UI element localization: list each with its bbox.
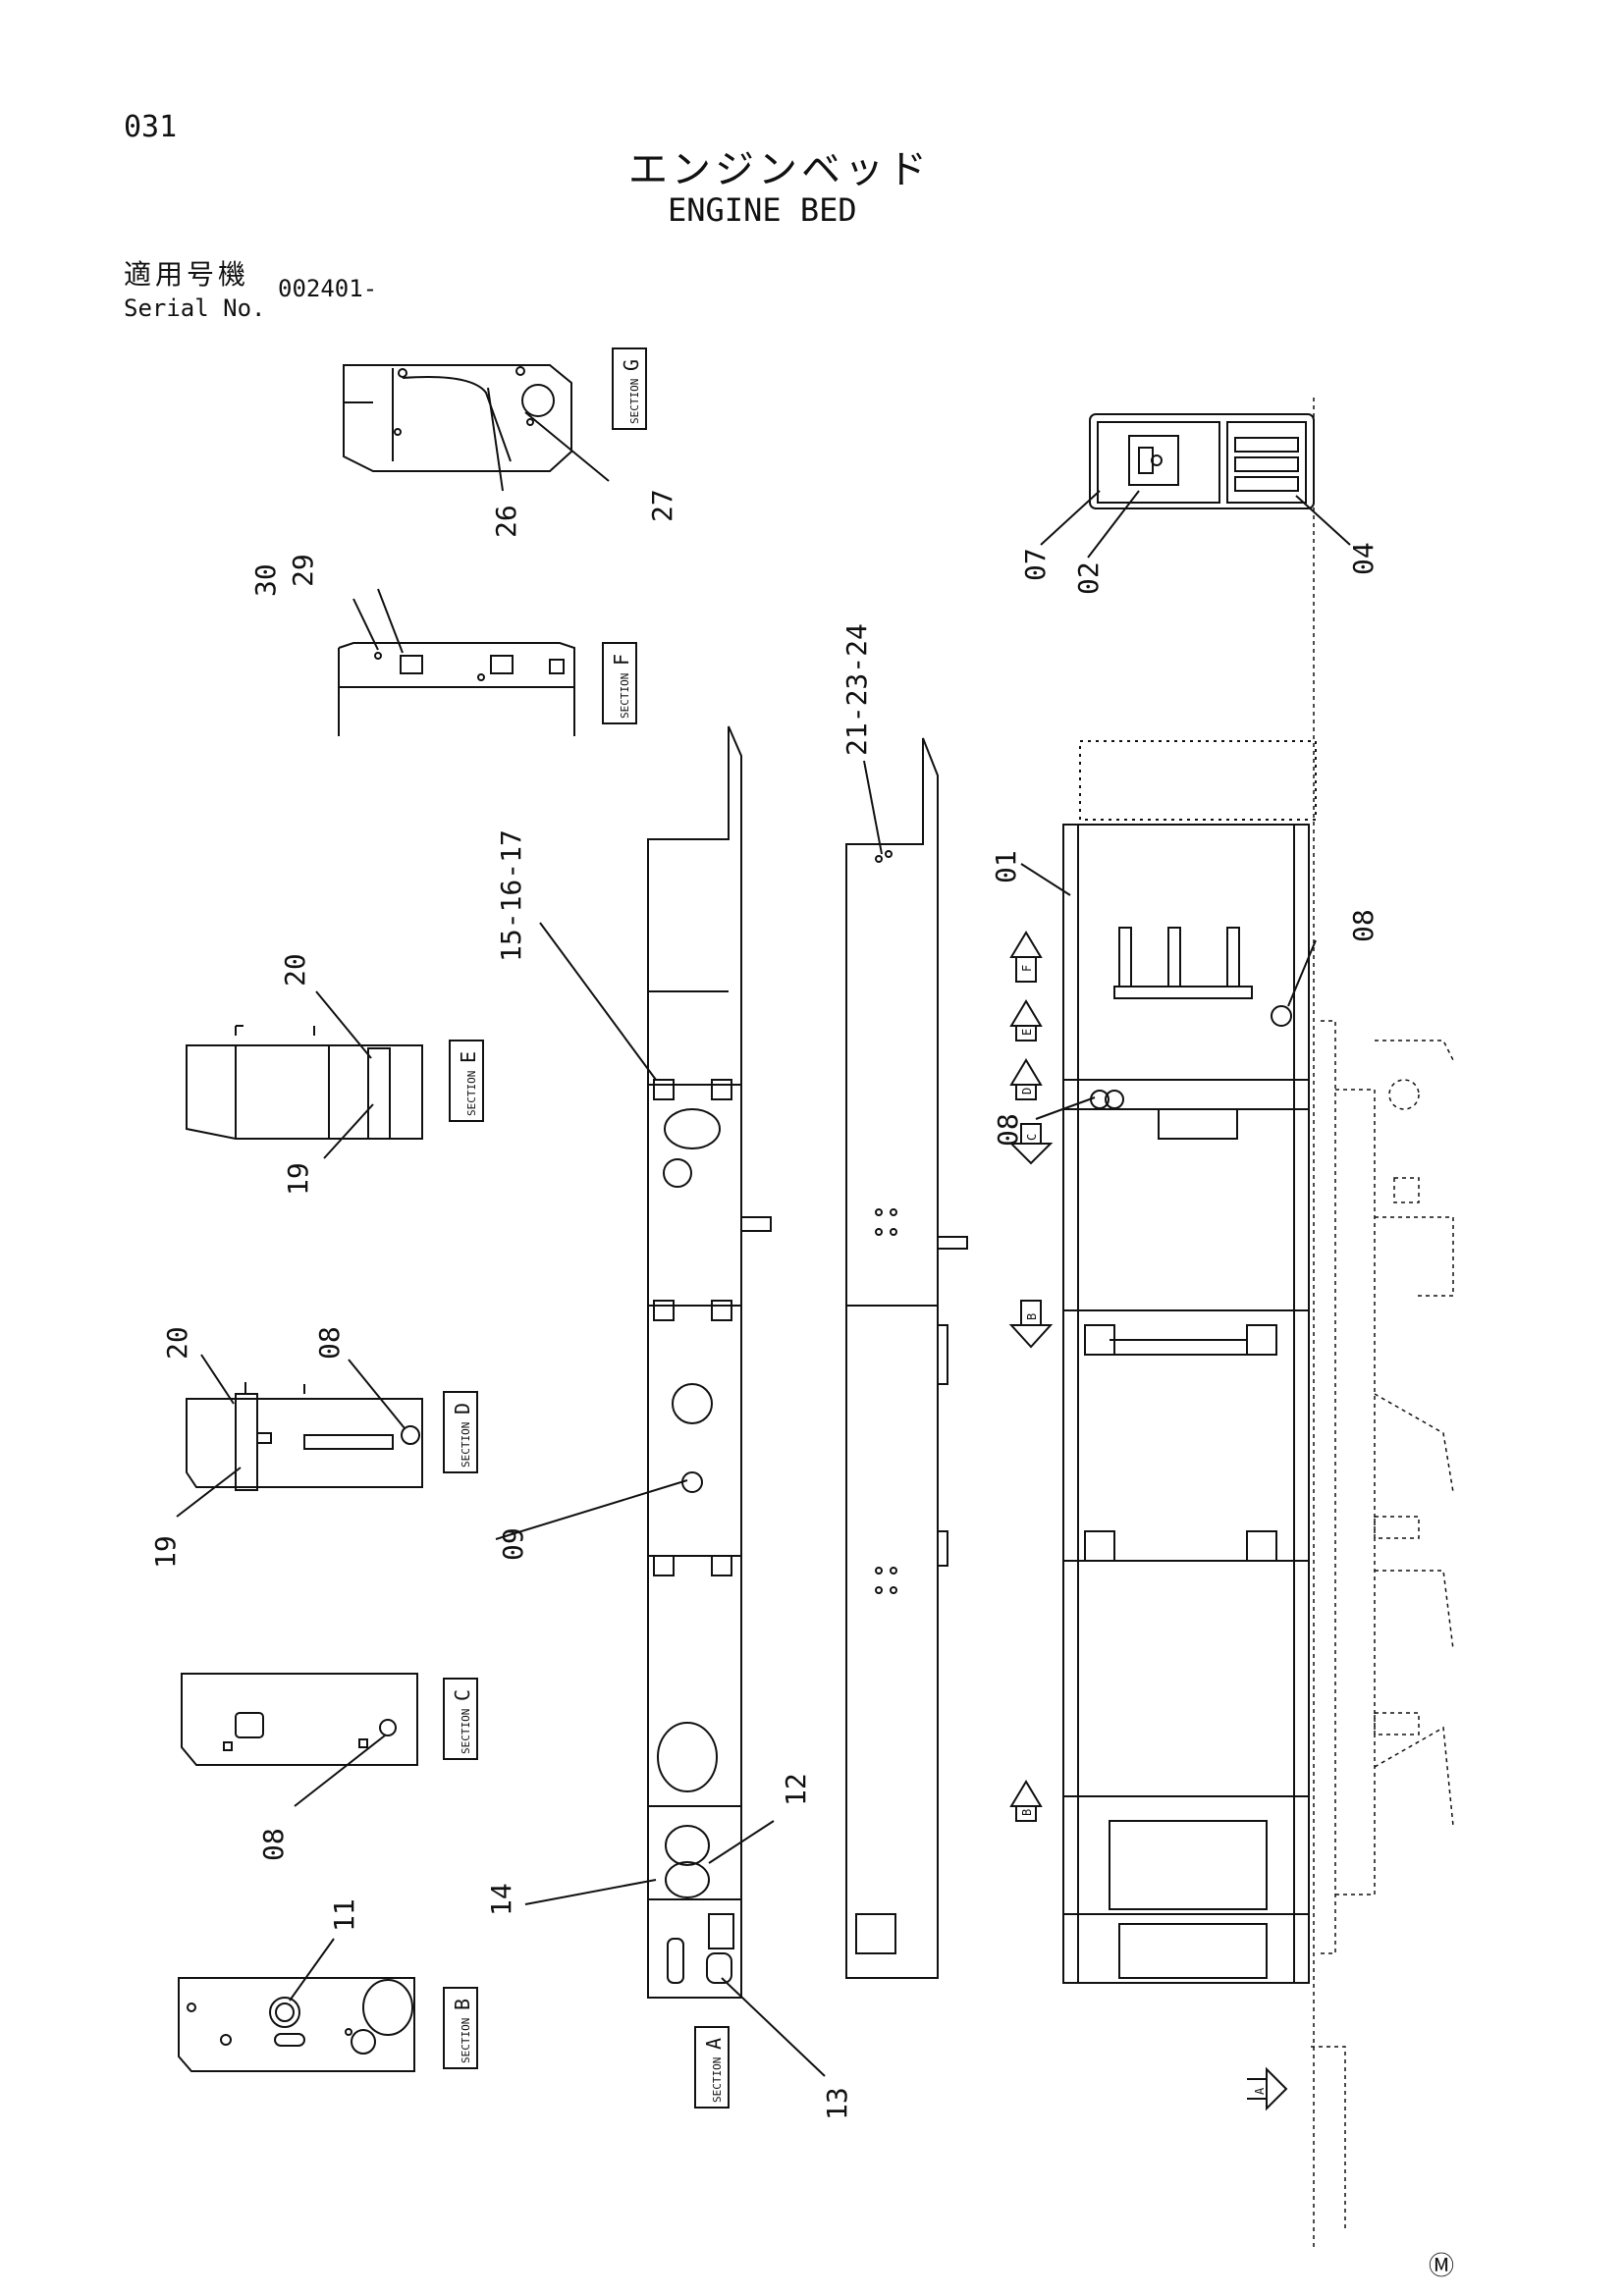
page-number: 031	[124, 110, 178, 144]
side-panel-cover	[845, 737, 968, 1979]
section-f-word: SECTION	[619, 673, 631, 719]
view-arrow-a-letter: A	[1253, 2087, 1267, 2095]
callout-08-d: 08	[313, 1326, 346, 1360]
callout-26: 26	[490, 505, 522, 538]
callout-27: 27	[646, 489, 678, 522]
section-c-part	[181, 1673, 418, 1766]
view-arrow-a-upper: B	[1009, 1780, 1043, 1822]
section-c-word: SECTION	[460, 1709, 472, 1754]
serial-number-value: 002401-	[278, 275, 378, 302]
view-arrow-e-letter: E	[1020, 1029, 1034, 1036]
title-japanese: エンジンベッド	[628, 147, 931, 192]
view-arrow-f-letter: F	[1020, 965, 1034, 972]
callout-14: 14	[485, 1883, 517, 1916]
callout-11: 11	[328, 1898, 360, 1932]
callout-13: 13	[821, 2087, 853, 2120]
serial-label-english: Serial No.	[124, 294, 266, 322]
view-arrow-d-letter: D	[1020, 1088, 1034, 1095]
section-d-part	[186, 1382, 423, 1491]
section-e-letter: E	[457, 1051, 480, 1063]
callout-12: 12	[780, 1773, 812, 1806]
callout-08-frame: 08	[992, 1113, 1024, 1147]
section-b-label: SECTION B	[443, 1987, 478, 2069]
section-b-letter: B	[451, 1999, 474, 2010]
view-arrow-d: D	[1009, 1058, 1043, 1100]
callout-20-e: 20	[279, 953, 311, 987]
callout-08-top: 08	[1347, 909, 1380, 942]
section-g-letter: G	[620, 359, 643, 371]
callout-02: 02	[1072, 561, 1105, 595]
callout-09: 09	[497, 1527, 529, 1561]
section-d-letter: D	[451, 1403, 474, 1415]
callout-20-d: 20	[161, 1326, 193, 1360]
callout-08-c: 08	[257, 1828, 290, 1861]
section-d-word: SECTION	[460, 1422, 472, 1468]
callout-04: 04	[1347, 542, 1380, 575]
serial-label-japanese: 適用号機	[124, 258, 250, 291]
section-f-label: SECTION F	[602, 642, 637, 724]
section-c-letter: C	[451, 1689, 474, 1701]
view-arrow-b: B	[1008, 1300, 1054, 1349]
callout-15-16-17: 15-16-17	[495, 829, 527, 962]
callout-19-d: 19	[149, 1535, 182, 1569]
section-d-label: SECTION D	[443, 1391, 478, 1473]
access-panel-part	[1089, 413, 1315, 509]
section-g-word: SECTION	[628, 379, 641, 424]
callout-19-e: 19	[282, 1162, 314, 1196]
section-g-label: SECTION G	[612, 347, 647, 430]
section-e-word: SECTION	[465, 1071, 478, 1116]
chassis-outline	[1311, 398, 1454, 2248]
view-arrow-f: F	[1009, 931, 1043, 983]
section-c-label: SECTION C	[443, 1678, 478, 1760]
view-arrow-c: C	[1008, 1123, 1054, 1165]
view-arrow-a: A	[1247, 2066, 1288, 2111]
title-english: ENGINE BED	[668, 191, 857, 229]
engine-bed-frame	[1062, 740, 1317, 1984]
footer-mark: Ⓜ	[1429, 2252, 1455, 2281]
section-e-part	[186, 1025, 423, 1140]
section-a-word: SECTION	[711, 2057, 724, 2103]
section-e-label: SECTION E	[449, 1040, 484, 1122]
callout-21-23-24: 21-23-24	[840, 623, 873, 756]
callout-01: 01	[990, 850, 1022, 883]
section-g-part	[343, 364, 572, 472]
section-b-word: SECTION	[460, 2018, 472, 2063]
view-arrow-e: E	[1009, 999, 1043, 1041]
view-arrow-b2-letter: B	[1020, 1809, 1034, 1816]
view-arrow-c-letter: C	[1025, 1134, 1039, 1141]
view-arrow-b-letter: B	[1025, 1313, 1039, 1320]
callout-29: 29	[287, 554, 319, 587]
section-b-part	[178, 1977, 415, 2072]
section-a-letter: A	[702, 2038, 726, 2050]
callout-07: 07	[1019, 548, 1052, 581]
section-f-letter: F	[610, 654, 633, 666]
section-f-part	[338, 642, 575, 736]
side-panel-left	[647, 725, 772, 1999]
callout-30: 30	[249, 563, 282, 597]
section-a-label: SECTION A	[694, 2026, 730, 2109]
